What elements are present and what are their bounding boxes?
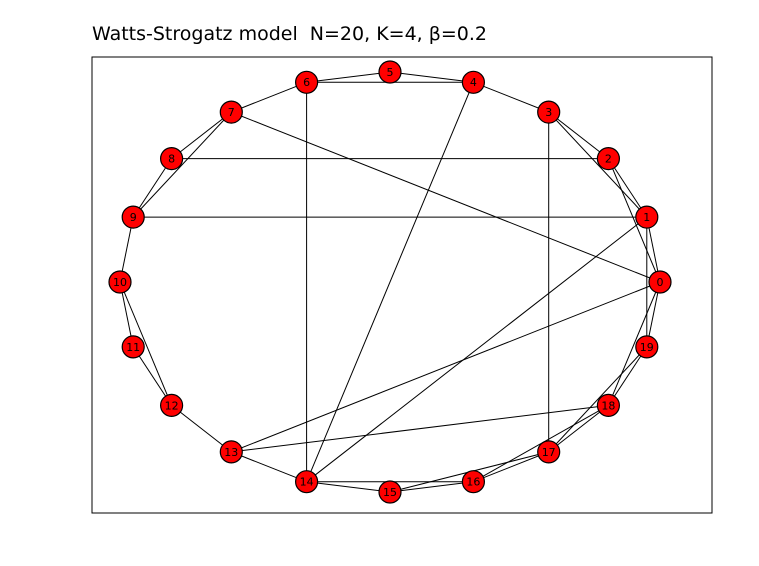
graph-node-circle <box>378 480 402 504</box>
graph-node: 5 <box>378 60 402 84</box>
graph-node-label: 3 <box>545 106 552 119</box>
graph-node-label: 2 <box>605 153 612 166</box>
graph-edge <box>171 111 232 159</box>
graph-edge <box>548 346 648 453</box>
graph-node-circle <box>219 440 243 464</box>
graph-node-circle <box>537 100 561 124</box>
graph-node: 8 <box>160 147 184 171</box>
figure-title: Watts-Strogatz model N=20, K=4, β=0.2 <box>92 23 488 45</box>
graph-node-label: 6 <box>303 76 310 89</box>
graph-node-label: 19 <box>640 341 654 354</box>
graph-node-circle <box>295 70 319 94</box>
graph-edge <box>231 404 609 453</box>
graph-node: 0 <box>648 270 672 294</box>
graph-node: 13 <box>219 440 243 464</box>
graph-edge <box>548 111 609 159</box>
graph-node-label: 8 <box>168 153 175 166</box>
graph-node-circle <box>378 60 402 84</box>
graph-node: 14 <box>295 470 319 494</box>
graph-node: 15 <box>378 480 402 504</box>
graph-node-label: 12 <box>165 399 179 412</box>
graph-node-circle <box>461 70 485 94</box>
graph-edge <box>231 281 661 453</box>
graph-node-circle <box>461 470 485 494</box>
graph-edge <box>473 81 549 113</box>
graph-edge <box>231 451 307 483</box>
graph-node: 19 <box>635 335 659 359</box>
graph-node-label: 1 <box>643 211 650 224</box>
graph-node-circle <box>635 335 659 359</box>
graph-edge <box>132 111 232 218</box>
graph-node-circle <box>648 270 672 294</box>
graph-edge <box>171 405 232 453</box>
graph-edge <box>473 451 549 483</box>
graph-node-label: 10 <box>113 276 127 289</box>
graph-node-label: 11 <box>126 341 140 354</box>
graph-node: 2 <box>596 147 621 171</box>
graph-node-circle <box>537 440 561 464</box>
graph-node-label: 14 <box>300 476 314 489</box>
graph-node-label: 0 <box>657 276 664 289</box>
graph-node-circle <box>121 335 145 359</box>
graph-node-circle <box>219 100 243 124</box>
graph-edge <box>231 111 661 283</box>
graph-edge <box>306 216 648 483</box>
graph-edge <box>306 481 391 493</box>
graph-edge <box>306 71 391 83</box>
graph-edge <box>132 346 173 406</box>
graph-node: 16 <box>461 470 485 494</box>
graph-node-label: 9 <box>130 211 137 224</box>
graph-edge <box>389 481 474 493</box>
graph-edge <box>607 158 661 283</box>
graph-node-circle <box>596 393 621 417</box>
graph-node-circle <box>121 205 145 229</box>
graph-node: 4 <box>461 70 485 94</box>
graph-edge <box>231 81 307 113</box>
graph-edge <box>548 111 648 218</box>
graph-node: 12 <box>160 393 184 417</box>
graph-node: 18 <box>596 393 621 417</box>
graph-node: 10 <box>108 270 132 294</box>
axes-border <box>91 56 713 514</box>
graph-node-circle <box>596 147 621 171</box>
graph-node-label: 4 <box>470 76 477 89</box>
graph-node-circle <box>635 205 659 229</box>
graph-edge <box>548 405 609 453</box>
graph-node: 11 <box>121 335 145 359</box>
graph-node-label: 7 <box>228 106 235 119</box>
graph-node-circle <box>295 470 319 494</box>
graph-edge <box>119 281 173 406</box>
graph-edge <box>132 158 173 218</box>
graph-node-label: 17 <box>542 446 556 459</box>
graph-node: 1 <box>635 205 659 229</box>
graph-node-circle <box>160 393 184 417</box>
graph-node-label: 15 <box>383 486 397 499</box>
graph-node: 7 <box>219 100 243 124</box>
graph-node: 9 <box>121 205 145 229</box>
graph-node-label: 13 <box>224 446 238 459</box>
graph-edge <box>607 346 648 406</box>
graph-node-circle <box>160 147 184 171</box>
graph-edge <box>607 281 661 406</box>
graph-node-label: 18 <box>601 399 615 412</box>
graph-edge <box>306 82 474 482</box>
graph-node: 17 <box>537 440 561 464</box>
graph-node: 6 <box>295 70 319 94</box>
graph-edge <box>607 158 648 218</box>
graph-node: 3 <box>537 100 561 124</box>
graph-node-label: 16 <box>466 476 480 489</box>
graph-node-label: 5 <box>387 66 394 79</box>
graph-edge <box>389 71 474 83</box>
graph-node-circle <box>108 270 132 294</box>
